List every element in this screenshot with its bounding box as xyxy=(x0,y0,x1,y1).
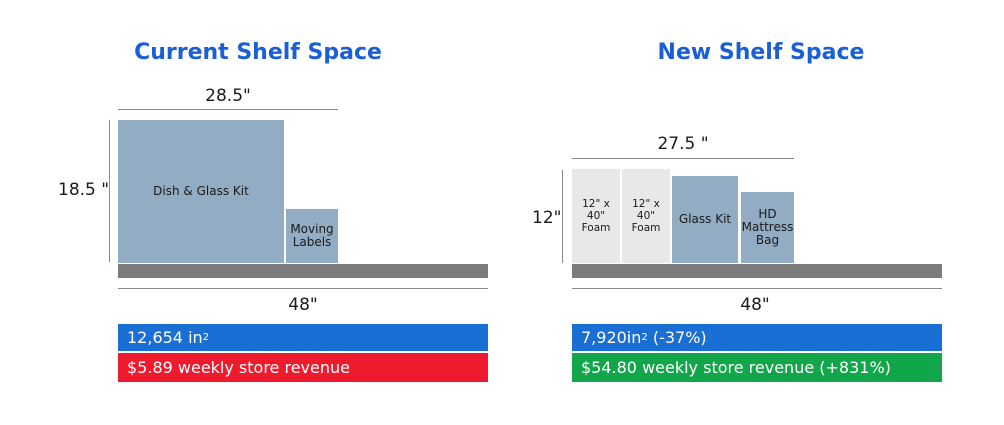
current-shelf-dim-line xyxy=(118,288,488,289)
new-height-label: 12" xyxy=(532,208,562,228)
current-height-label: 18.5 " xyxy=(58,180,110,200)
new-shelf-label: 48" xyxy=(740,295,770,315)
current-height-line xyxy=(109,120,110,262)
product-dish-glass-kit: Dish & Glass Kit xyxy=(118,120,284,263)
product-hd-mattress-bag: HD Mattress Bag xyxy=(741,192,794,263)
new-width-line xyxy=(572,158,794,159)
current-shelf xyxy=(118,264,488,278)
current-shelf-label: 48" xyxy=(288,295,318,315)
new-area-change: (-37%) xyxy=(647,328,707,347)
product-moving-labels: Moving Labels xyxy=(286,209,338,263)
new-revenue-value: $54.80 weekly store revenue (+831%) xyxy=(581,358,891,377)
current-area-value: 12,654 in xyxy=(127,328,203,347)
current-width-label: 28.5" xyxy=(205,86,251,106)
new-title: New Shelf Space xyxy=(657,40,865,65)
product-foam-1: 12" x 40" Foam xyxy=(572,169,620,263)
current-revenue-bar: $5.89 weekly store revenue xyxy=(118,353,488,382)
product-glass-kit: Glass Kit xyxy=(672,176,738,263)
product-foam-2: 12" x 40" Foam xyxy=(622,169,670,263)
new-shelf-dim-line xyxy=(572,288,942,289)
new-revenue-bar: $54.80 weekly store revenue (+831%) xyxy=(572,353,942,382)
new-height-line xyxy=(562,170,563,263)
new-width-label: 27.5 " xyxy=(657,134,709,154)
new-shelf xyxy=(572,264,942,278)
current-width-line xyxy=(118,109,338,110)
new-area-value: 7,920in xyxy=(581,328,642,347)
current-title: Current Shelf Space xyxy=(134,40,382,65)
current-revenue-value: $5.89 weekly store revenue xyxy=(127,358,350,377)
